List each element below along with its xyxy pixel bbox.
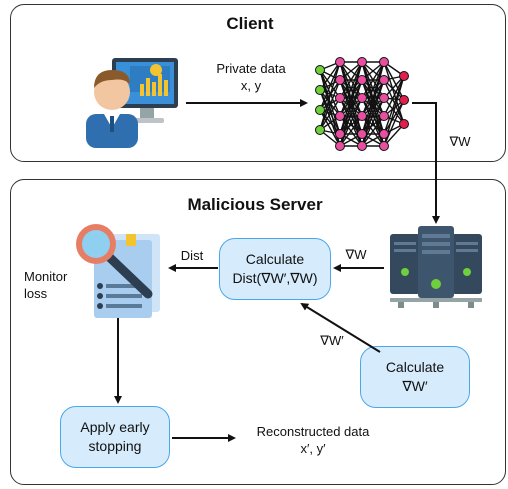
network-node (335, 57, 345, 67)
network-node (379, 75, 389, 85)
network-node (335, 129, 345, 139)
calculate-gradient-line1: Calculate (385, 359, 445, 375)
network-node (315, 105, 325, 115)
early-stopping-box: Apply early stopping (60, 406, 170, 468)
arrow-calc-gradient-to-dist (300, 302, 381, 353)
calculate-dist-line1: Calculate (245, 251, 305, 267)
private-data-label: Private data x, y (196, 60, 306, 94)
private-data-line2: x, y (240, 78, 262, 93)
network-node (335, 111, 345, 121)
reconstructed-data-label: Reconstructed data x′, y′ (238, 423, 388, 457)
calculate-dist-line2: Dist(∇W′,∇W) (232, 270, 318, 286)
network-node (357, 111, 367, 121)
network-node (399, 71, 409, 81)
arrow-network-to-server (412, 102, 440, 224)
network-node (399, 95, 409, 105)
calculate-gradient-box: Calculate ∇W′ (360, 346, 470, 408)
network-node (357, 57, 367, 67)
calculate-gradient-line2: ∇W′ (402, 378, 428, 394)
network-node (399, 119, 409, 129)
network-node (379, 141, 389, 151)
network-node (379, 57, 389, 67)
gradient-prime-label: ∇W′ (320, 333, 344, 348)
network-node (315, 125, 325, 135)
dist-label: Dist (180, 248, 204, 263)
network-node (379, 111, 389, 121)
monitor-loss-label: Monitor loss (24, 268, 80, 302)
neural-network-icon (315, 57, 409, 151)
early-stopping-line2: stopping (88, 438, 142, 454)
network-node (315, 65, 325, 75)
magnifier-document-icon (76, 224, 160, 318)
network-node (379, 93, 389, 103)
reconstructed-line2: x′, y′ (300, 441, 326, 456)
early-stopping-line1: Apply early (80, 419, 150, 435)
network-node (357, 75, 367, 85)
server-gradient-label: ∇W (345, 247, 367, 262)
server-rack-icon (390, 226, 482, 308)
network-node (335, 141, 345, 151)
server-title: Malicious Server (187, 195, 323, 214)
network-node (357, 141, 367, 151)
monitor-line2: loss (24, 286, 48, 301)
network-node (379, 129, 389, 139)
gradient-label: ∇W (449, 134, 471, 149)
network-node (335, 75, 345, 85)
network-node (357, 93, 367, 103)
network-node (315, 85, 325, 95)
network-node (357, 129, 367, 139)
reconstructed-line1: Reconstructed data (256, 424, 370, 439)
user-at-computer-icon (86, 58, 178, 148)
private-data-line1: Private data (216, 61, 286, 76)
monitor-line1: Monitor (24, 269, 68, 284)
network-node (335, 93, 345, 103)
client-title: Client (226, 14, 274, 33)
